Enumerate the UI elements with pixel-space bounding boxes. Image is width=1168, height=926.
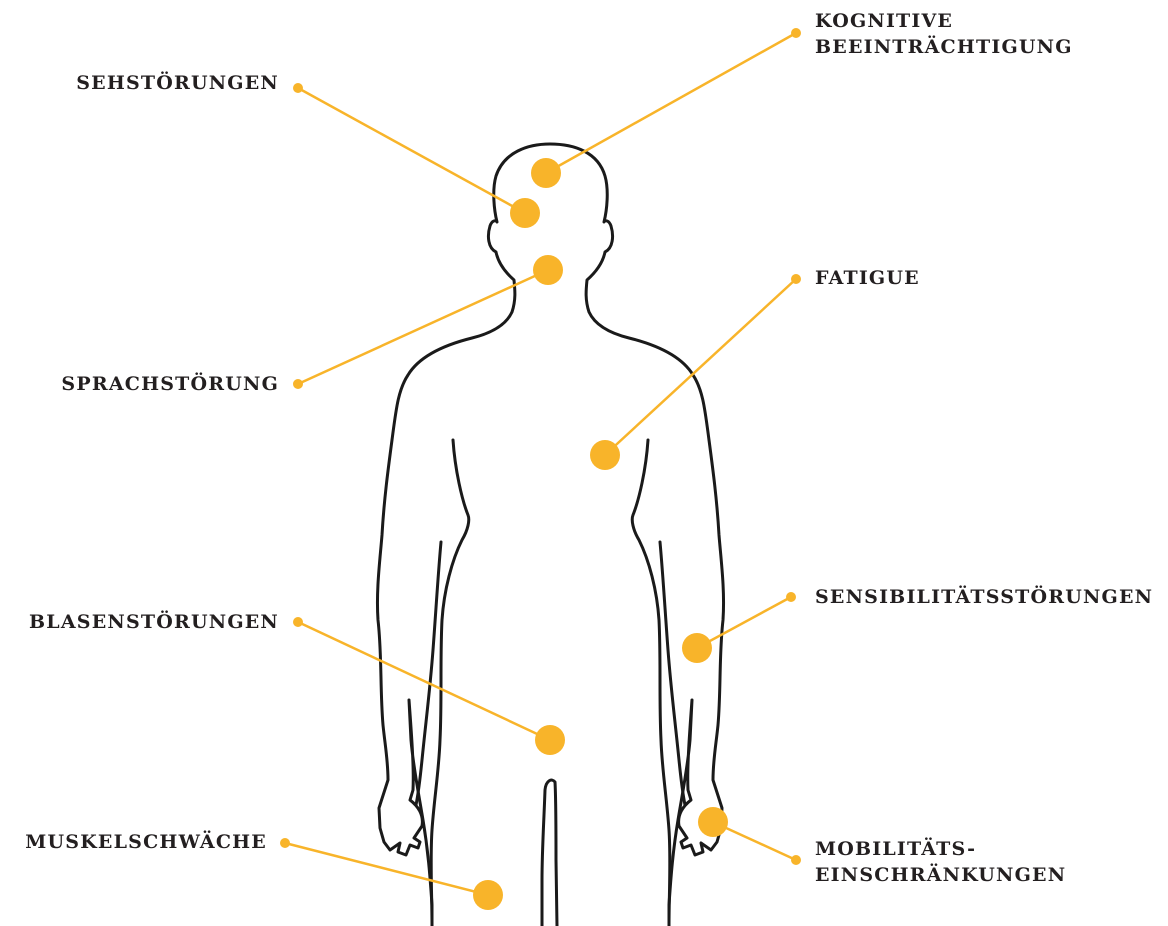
dot-fatigue [791,274,801,284]
dot-sehstoerungen [293,83,303,93]
label-sehstoerungen: SEHSTÖRUNGEN [76,70,279,96]
dot-sensibilitaet [786,592,796,602]
leader-muskelschwaeche [285,843,488,895]
marker-sensibilitaet [682,633,712,663]
dot-kognitive [791,28,801,38]
label-sensibilitaet: SENSIBILITÄTSSTÖRUNGEN [815,584,1153,610]
dot-sprachstoerung [293,379,303,389]
dot-muskelschwaeche [280,838,290,848]
leader-sensibilitaet [697,597,791,648]
dot-blasenstoerungen [293,617,303,627]
label-kognitive: KOGNITIVE BEEINTRÄCHTIGUNG [815,8,1073,60]
dot-mobilitaet [791,855,801,865]
leader-sehstoerungen [298,88,525,213]
leader-kognitive [546,33,796,173]
marker-sehstoerungen [510,198,540,228]
label-sprachstoerung: SPRACHSTÖRUNG [61,371,279,397]
marker-kognitive [531,158,561,188]
marker-blasenstoerungen [535,725,565,755]
label-muskelschwaeche: MUSKELSCHWÄCHE [25,829,267,855]
label-blasenstoerungen: BLASENSTÖRUNGEN [29,609,279,635]
marker-sprachstoerung [533,255,563,285]
leader-fatigue [605,279,796,455]
marker-mobilitaet [698,807,728,837]
leader-blasenstoerungen [298,622,550,740]
marker-fatigue [590,440,620,470]
label-mobilitaet: MOBILITÄTS- EINSCHRÄNKUNGEN [815,836,1066,888]
leader-sprachstoerung [298,270,548,384]
marker-muskelschwaeche [473,880,503,910]
label-fatigue: FATIGUE [815,265,920,291]
